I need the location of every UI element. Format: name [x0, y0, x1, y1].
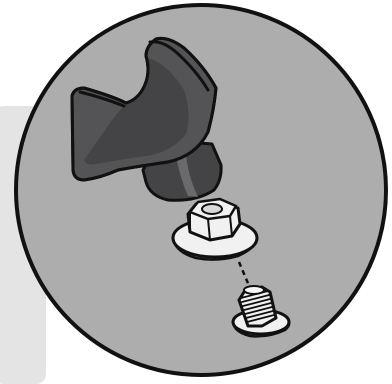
bolt-tip [244, 286, 264, 294]
nut-hole [202, 204, 222, 214]
